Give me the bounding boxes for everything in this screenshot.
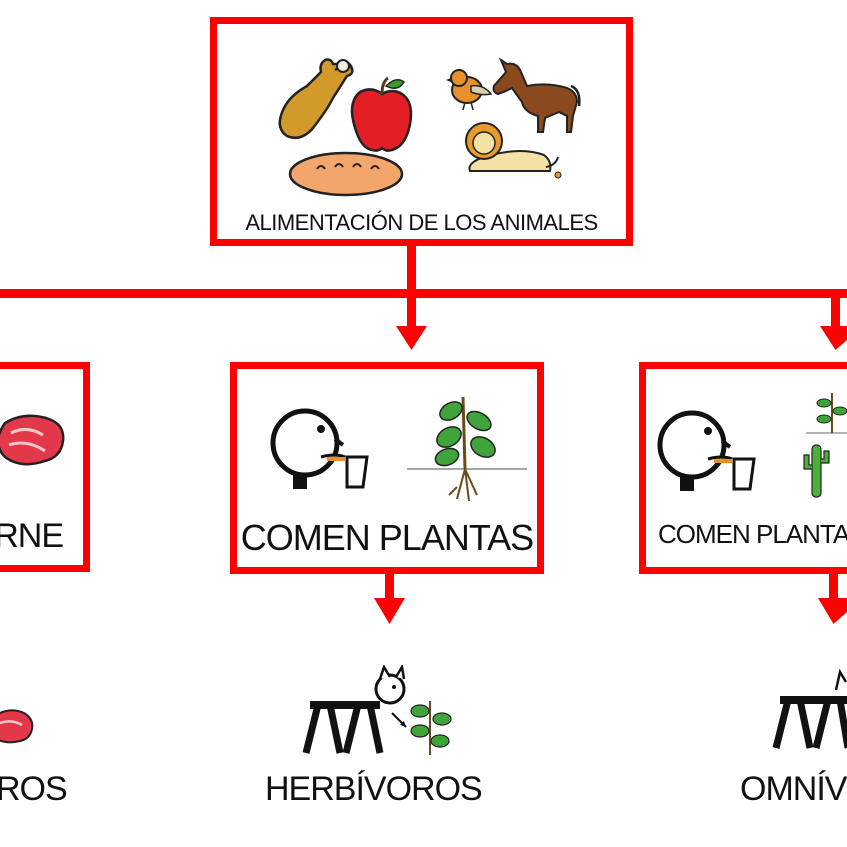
face-eating-icon [270, 408, 369, 489]
category-box-plants: COMEN PLANTAS [230, 362, 544, 574]
result-label-carnivoros: ROS [0, 770, 68, 808]
category-box-meat: ARNE [0, 362, 90, 572]
lion-icon [465, 122, 562, 179]
arrow-to-herbivoros [374, 598, 405, 624]
plant-icon [407, 396, 527, 502]
bird-icon [446, 69, 493, 111]
animal-icon [772, 668, 847, 749]
arrow-to-omnivoros [818, 598, 847, 624]
meat-icon [0, 709, 34, 744]
bread-icon [288, 151, 404, 197]
category-label-meat: ARNE [0, 517, 64, 555]
cactus-icon [803, 444, 830, 498]
category-box-plants-right: COMEN PLANTAS [639, 362, 847, 574]
arrow-to-plants [396, 326, 427, 350]
category-label-plants: COMEN PLANTAS [240, 517, 534, 558]
category-label-plants-right: COMEN PLANTAS [658, 519, 847, 549]
root-label: ALIMENTACIÓN DE LOS ANIMALES [245, 210, 598, 235]
horizontal-connector [0, 289, 847, 298]
root-box: ALIMENTACIÓN DE LOS ANIMALES [210, 17, 633, 246]
chicken-leg-icon [278, 58, 354, 139]
horse-icon [492, 57, 581, 133]
arrow-to-plants-right [820, 326, 847, 350]
result-label-omnivoros: OMNÍV [740, 770, 847, 808]
plant-icon [806, 393, 847, 434]
meat-icon [0, 414, 65, 466]
face-eating-icon [657, 410, 756, 491]
animal-eating-plant-icon [302, 665, 452, 755]
apple-icon [350, 76, 413, 152]
result-label-herbivoros: HERBÍVOROS [265, 770, 483, 808]
